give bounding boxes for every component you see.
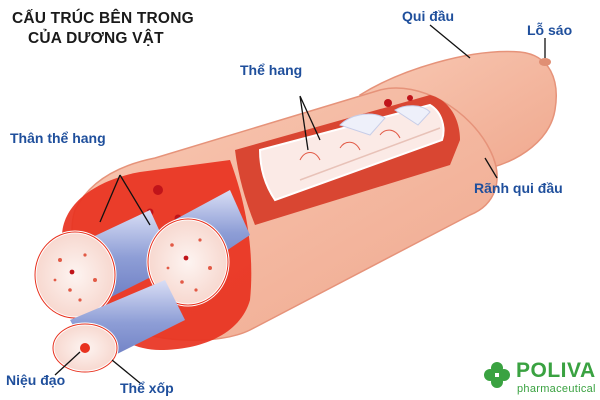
pointer-qui-dau [429, 24, 471, 59]
pointer-nieu-dao [54, 351, 81, 376]
label-corpus-cavernosum-body: Thân thể hang [10, 130, 106, 146]
pointer-ranh-qui-dau [484, 157, 498, 179]
diagram-title-line1: CẤU TRÚC BÊN TRONG [12, 10, 194, 27]
urethral-opening-tip [539, 58, 551, 66]
label-corpus-cavernosum-top: Thể hang [240, 62, 303, 78]
diagram-title-line2: CỦA DƯƠNG VẬT [28, 30, 164, 47]
label-corpus-spongiosum: Thể xốp [120, 380, 174, 396]
pointer-the-xop [111, 359, 141, 384]
label-urethral-opening: Lỗ sáo [527, 22, 573, 38]
label-urethra: Niệu đạo [6, 372, 66, 388]
pointer-the-hang [299, 95, 321, 151]
label-glans: Qui đầu [402, 8, 455, 24]
logo-tagline: pharmaceutical [517, 383, 596, 395]
clover-icon [484, 362, 510, 388]
urethra-lumen [80, 343, 90, 353]
logo-brand: POLIVA [516, 359, 596, 382]
label-coronal-sulcus: Rãnh qui đầu [474, 180, 563, 196]
cavernosum-exposed [258, 103, 445, 202]
pointer-than-the-hang [99, 174, 151, 226]
